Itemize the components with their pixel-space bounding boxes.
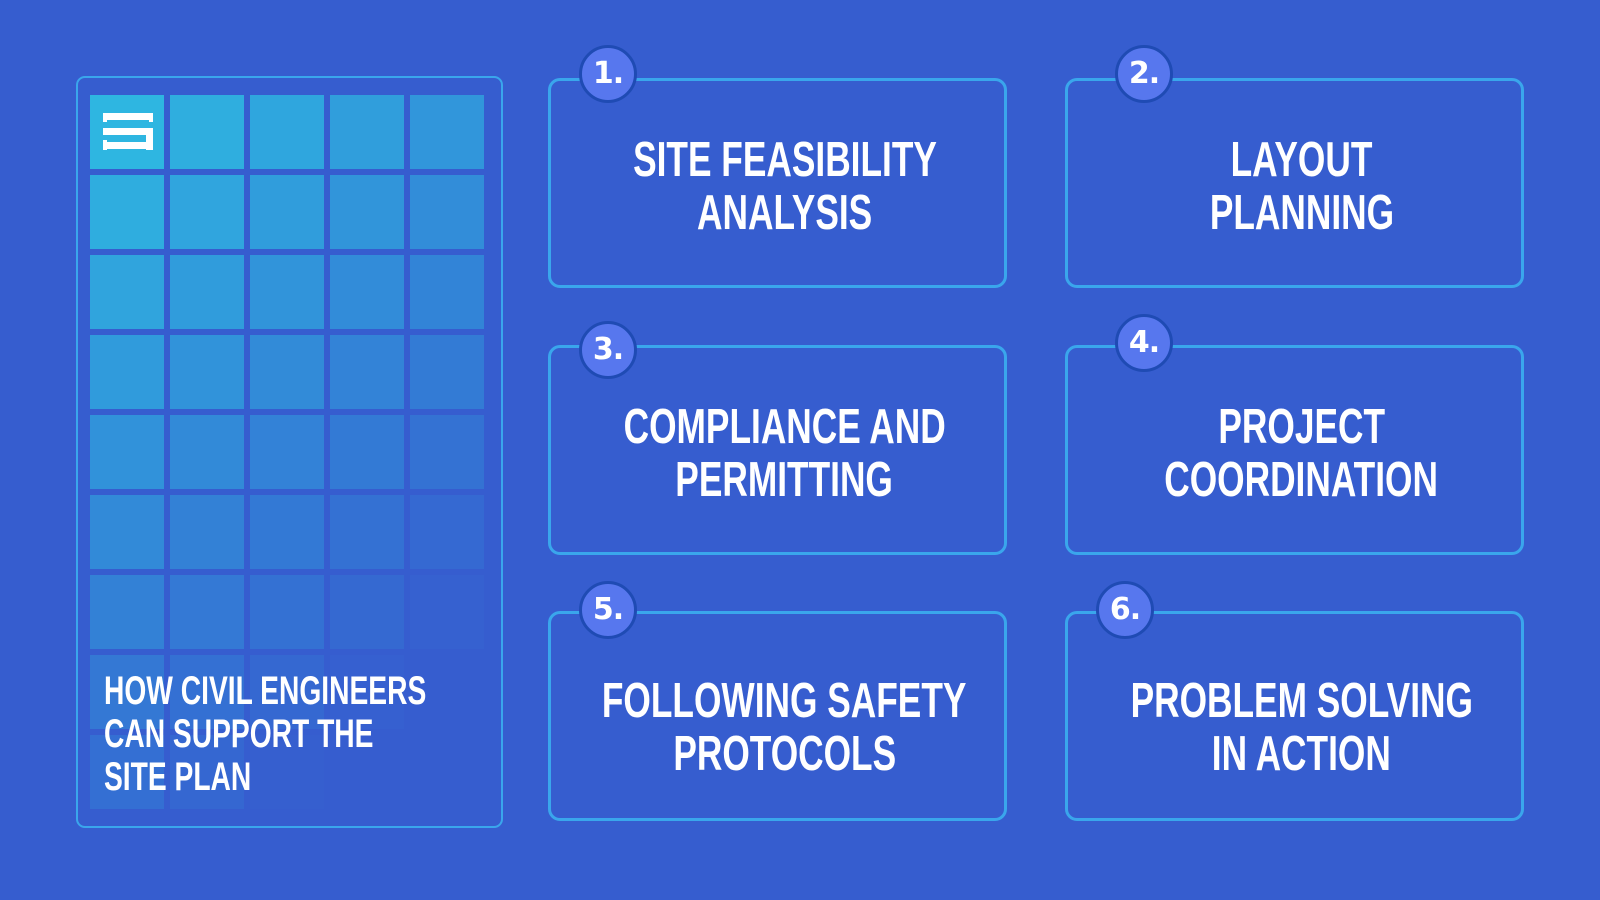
gradient-tile-grid xyxy=(90,95,484,809)
grid-tile xyxy=(90,175,164,249)
card-compliance-permitting: COMPLIANCE AND PERMITTING xyxy=(548,345,1007,555)
card-layout-planning: LAYOUT PLANNING xyxy=(1065,78,1524,288)
step-number-badge: 6. xyxy=(1096,581,1154,639)
card-site-feasibility: SITE FEASIBILITY ANALYSIS xyxy=(548,78,1007,288)
title-line: SITE PLAN xyxy=(104,755,252,799)
card-problem-solving: PROBLEM SOLVING IN ACTION xyxy=(1065,611,1524,821)
grid-tile xyxy=(410,95,484,169)
card-label-line: IN ACTION xyxy=(1211,727,1392,781)
card-label-line: COMPLIANCE AND xyxy=(623,400,946,454)
title-panel xyxy=(76,76,503,828)
grid-tile xyxy=(250,175,324,249)
step-number-badge: 4. xyxy=(1115,314,1173,372)
grid-tile xyxy=(330,495,404,569)
grid-tile xyxy=(250,415,324,489)
grid-tile xyxy=(90,415,164,489)
card-label-line: PROBLEM SOLVING xyxy=(1130,674,1473,728)
grid-tile xyxy=(330,655,404,729)
card-label: PROJECT COORDINATION xyxy=(1068,348,1521,552)
grid-tile xyxy=(410,175,484,249)
grid-tile xyxy=(170,495,244,569)
grid-tile xyxy=(170,95,244,169)
grid-tile xyxy=(330,575,404,649)
grid-tile xyxy=(410,335,484,409)
grid-tile xyxy=(330,255,404,329)
grid-tile xyxy=(330,415,404,489)
grid-tile xyxy=(250,95,324,169)
grid-tile xyxy=(170,415,244,489)
grid-tile xyxy=(170,335,244,409)
grid-tile xyxy=(410,495,484,569)
grid-tile xyxy=(410,735,484,809)
card-project-coordination: PROJECT COORDINATION xyxy=(1065,345,1524,555)
step-number-badge: 2. xyxy=(1115,45,1173,103)
grid-tile xyxy=(90,655,164,729)
grid-tile xyxy=(170,735,244,809)
grid-tile xyxy=(330,175,404,249)
card-label-line: ANALYSIS xyxy=(696,186,873,240)
card-label-line: PROTOCOLS xyxy=(673,727,896,781)
card-label-line: FOLLOWING SAFETY xyxy=(602,674,967,728)
card-label-line: PLANNING xyxy=(1209,186,1394,240)
grid-tile xyxy=(250,655,324,729)
card-label: COMPLIANCE AND PERMITTING xyxy=(551,348,1004,552)
grid-tile xyxy=(250,255,324,329)
grid-tile xyxy=(170,255,244,329)
card-label-line: PERMITTING xyxy=(675,453,894,507)
page-title: HOW CIVIL ENGINEERS CAN SUPPORT THE SITE… xyxy=(104,670,471,799)
card-label: FOLLOWING SAFETY PROTOCOLS xyxy=(551,614,1004,818)
card-label-line: COORDINATION xyxy=(1164,453,1439,507)
grid-tile xyxy=(250,735,324,809)
grid-tile xyxy=(250,495,324,569)
grid-tile xyxy=(410,255,484,329)
step-number-badge: 1. xyxy=(579,45,637,103)
grid-tile xyxy=(330,335,404,409)
step-number-badge: 3. xyxy=(579,321,637,379)
grid-tile xyxy=(170,175,244,249)
stacked-bars-logo-icon xyxy=(103,113,153,150)
grid-tile xyxy=(170,575,244,649)
grid-tile xyxy=(90,575,164,649)
card-label-line: LAYOUT xyxy=(1230,133,1373,187)
grid-tile xyxy=(90,495,164,569)
grid-tile xyxy=(330,735,404,809)
card-label: LAYOUT PLANNING xyxy=(1068,81,1521,285)
grid-tile xyxy=(90,255,164,329)
grid-tile xyxy=(90,335,164,409)
title-line: CAN SUPPORT THE xyxy=(104,712,374,756)
grid-tile xyxy=(170,655,244,729)
card-safety-protocols: FOLLOWING SAFETY PROTOCOLS xyxy=(548,611,1007,821)
grid-tile xyxy=(330,95,404,169)
grid-tile xyxy=(250,335,324,409)
card-label-line: SITE FEASIBILITY xyxy=(632,133,937,187)
card-label: PROBLEM SOLVING IN ACTION xyxy=(1068,614,1521,818)
grid-tile xyxy=(410,655,484,729)
step-number-badge: 5. xyxy=(579,581,637,639)
card-label: SITE FEASIBILITY ANALYSIS xyxy=(551,81,1004,285)
grid-tile xyxy=(90,735,164,809)
grid-tile xyxy=(250,575,324,649)
card-label-line: PROJECT xyxy=(1218,400,1385,454)
title-line: HOW CIVIL ENGINEERS xyxy=(104,669,427,713)
grid-tile xyxy=(410,575,484,649)
grid-tile xyxy=(410,415,484,489)
